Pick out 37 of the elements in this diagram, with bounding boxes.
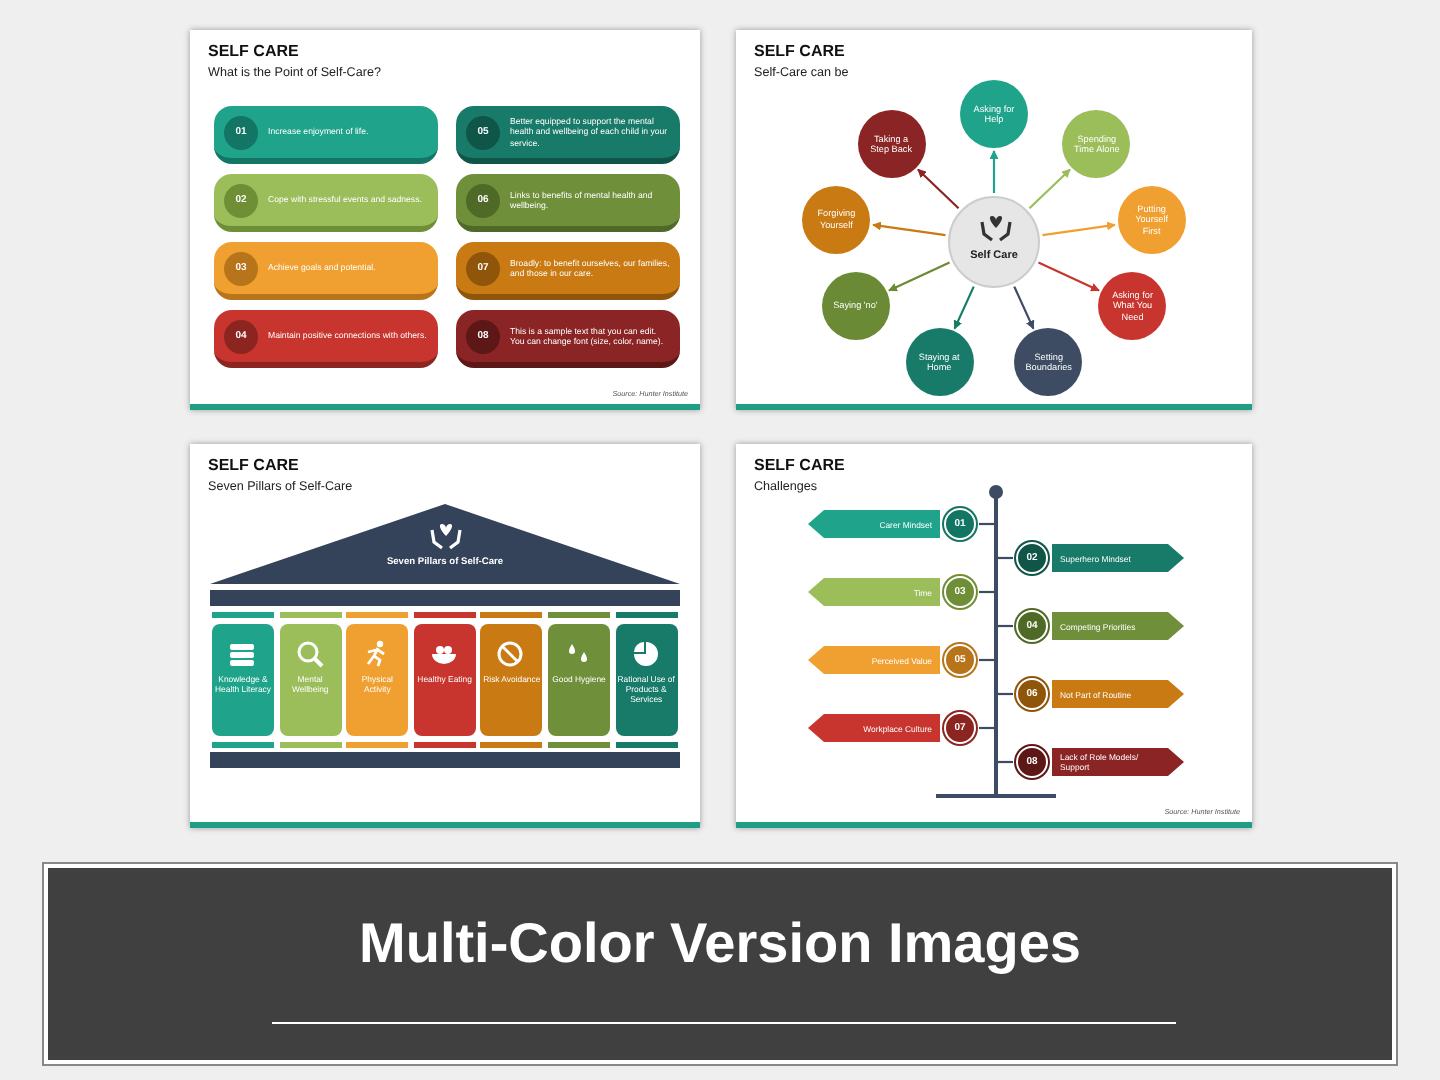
- slide-panel: [736, 444, 1252, 828]
- connector-line: [979, 658, 998, 662]
- arrow: [872, 221, 946, 237]
- arrow: [989, 150, 999, 193]
- slide-panel: [190, 444, 700, 828]
- connector-line: [998, 760, 1013, 764]
- arrow: [953, 286, 975, 330]
- slide-title: SELF CARE: [754, 456, 845, 474]
- banner-title: Multi-Color Version Images: [357, 912, 1083, 976]
- point-card: [214, 310, 438, 368]
- connector-line: [998, 556, 1013, 560]
- arrow: [917, 168, 960, 209]
- point-card: [214, 242, 438, 300]
- center-circle: [948, 196, 1040, 288]
- slide-title: SELF CARE: [208, 456, 299, 474]
- arrow: [888, 261, 950, 292]
- arrow: [1013, 286, 1035, 330]
- slide-title: SELF CARE: [208, 42, 299, 60]
- point-card: [456, 242, 680, 300]
- point-card: [456, 310, 680, 368]
- point-card: [214, 106, 438, 164]
- roof-banner: [210, 504, 680, 584]
- connector-line: [998, 624, 1013, 628]
- point-card: [456, 174, 680, 232]
- connector-line: [998, 692, 1013, 696]
- title-banner: [44, 864, 1396, 1064]
- arrow: [1042, 221, 1116, 237]
- connector-line: [979, 726, 998, 730]
- slide-panel: [736, 30, 1252, 410]
- slide-panel: [190, 30, 700, 410]
- point-card: [456, 106, 680, 164]
- arrow: [1038, 261, 1100, 292]
- connector-line: [979, 590, 998, 594]
- slide-title: SELF CARE: [754, 42, 845, 60]
- connector-line: [979, 522, 998, 526]
- arrow: [1028, 168, 1071, 209]
- point-card: [214, 174, 438, 232]
